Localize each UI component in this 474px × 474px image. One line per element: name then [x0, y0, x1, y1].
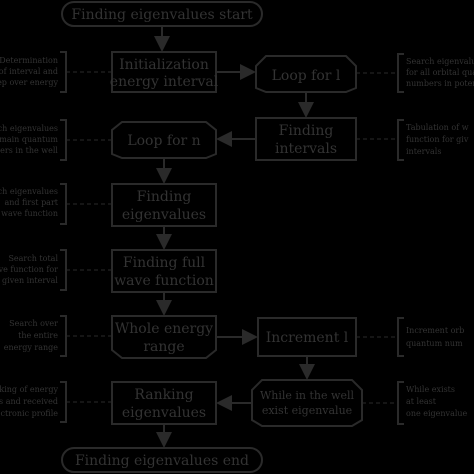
svg-text:numbers in potent: numbers in potent: [406, 79, 474, 88]
svg-text:Increment l: Increment l: [266, 330, 349, 346]
svg-text:a given interval: a given interval: [0, 276, 58, 285]
svg-text:bers in the well: bers in the well: [0, 146, 58, 155]
increment-l-box: Increment l: [257, 317, 357, 357]
svg-text:Loop for l: Loop for l: [272, 68, 341, 84]
loop-l-box: Loop for l: [255, 55, 357, 93]
svg-text:Finding: Finding: [137, 189, 192, 205]
svg-text:eigenvalues: eigenvalues: [122, 405, 206, 421]
svg-text:energy interval: energy interval: [110, 74, 219, 90]
right-note-2: Tabulation of w function for giv interva…: [356, 119, 469, 161]
finding-eigenvalues-box: Finding eigenvalues: [111, 183, 217, 227]
svg-text:els and received: els and received: [0, 397, 58, 406]
left-note-4: Search total ave function for a given in…: [0, 249, 112, 291]
svg-text:the entire: the entire: [18, 331, 58, 340]
svg-text:one eigenvalue: one eigenvalue: [406, 409, 468, 418]
svg-text:Search over: Search over: [9, 319, 58, 328]
svg-text:Finding eigenvalues end: Finding eigenvalues end: [75, 453, 249, 469]
left-note-1: Determination of interval and step over …: [0, 51, 112, 93]
start-label: Finding eigenvalues start: [71, 7, 253, 23]
loop-n-box: Loop for n: [111, 121, 217, 159]
whole-energy-box: Whole energy range: [111, 315, 217, 359]
svg-text:main quantum: main quantum: [0, 135, 58, 144]
svg-text:ch eigenvalues: ch eigenvalues: [0, 187, 58, 196]
left-note-5: Search over the entire energy range: [4, 315, 112, 357]
finding-full-wave-box: Finding full wave function: [111, 249, 217, 293]
svg-text:quantum num: quantum num: [406, 339, 463, 348]
while-well-box: While in the well exist eigenvalue: [251, 379, 363, 427]
right-note-3: Increment orb quantum num: [356, 317, 464, 357]
svg-text:Ranking: Ranking: [134, 387, 193, 403]
svg-text:intervals: intervals: [275, 141, 337, 157]
left-note-6: aking of energy els and received ectroni…: [0, 381, 112, 423]
svg-text:range: range: [143, 339, 184, 355]
end-terminator: Finding eigenvalues end: [61, 447, 263, 473]
svg-text:intervals: intervals: [406, 147, 441, 156]
svg-text:exist eigenvalue: exist eigenvalue: [262, 404, 352, 417]
svg-text:and first part: and first part: [4, 198, 58, 207]
svg-text:wave function: wave function: [114, 273, 214, 289]
initialization-box: Initialization energy interval: [110, 51, 219, 93]
svg-text:While in the well: While in the well: [260, 389, 354, 402]
svg-text:Loop for n: Loop for n: [127, 133, 200, 149]
right-note-1: Search eigenvalue for all orbital quan n…: [356, 53, 474, 93]
svg-text:function for giv: function for giv: [406, 135, 469, 144]
left-note-2: ch eigenvalues main quantum bers in the …: [0, 119, 112, 161]
svg-text:energy range: energy range: [4, 343, 58, 352]
svg-text:Finding: Finding: [279, 123, 334, 139]
start-terminator: Finding eigenvalues start: [61, 1, 263, 27]
svg-text:ch eigenvalues: ch eigenvalues: [0, 124, 58, 133]
svg-text:Increment orb: Increment orb: [406, 326, 464, 335]
svg-text:at least: at least: [406, 397, 437, 406]
svg-text:ectronic profile: ectronic profile: [0, 409, 58, 418]
svg-text:aking of energy: aking of energy: [0, 385, 58, 394]
svg-text:While exists: While exists: [406, 385, 455, 394]
right-note-4: While exists at least one eigenvalue: [362, 381, 468, 425]
svg-text:ave function for: ave function for: [0, 265, 58, 274]
svg-text:Search eigenvalue: Search eigenvalue: [406, 57, 474, 66]
svg-text:Whole energy: Whole energy: [115, 321, 213, 337]
svg-text:step over energy: step over energy: [0, 78, 58, 87]
svg-text:Determination: Determination: [0, 56, 58, 65]
svg-text:for all orbital quan: for all orbital quan: [406, 68, 474, 77]
svg-text:eigenvalues: eigenvalues: [122, 207, 206, 223]
left-note-3: ch eigenvalues and first part wave funct…: [0, 183, 112, 225]
finding-intervals-box: Finding intervals: [255, 117, 357, 161]
svg-text:Finding full: Finding full: [123, 255, 206, 271]
svg-text:Initialization: Initialization: [119, 57, 209, 73]
svg-text:Search total: Search total: [8, 254, 58, 263]
svg-text:wave function: wave function: [1, 209, 58, 218]
svg-text:Tabulation of w: Tabulation of w: [406, 123, 469, 132]
svg-text:of interval and: of interval and: [0, 67, 58, 76]
ranking-box: Ranking eigenvalues: [111, 381, 217, 425]
